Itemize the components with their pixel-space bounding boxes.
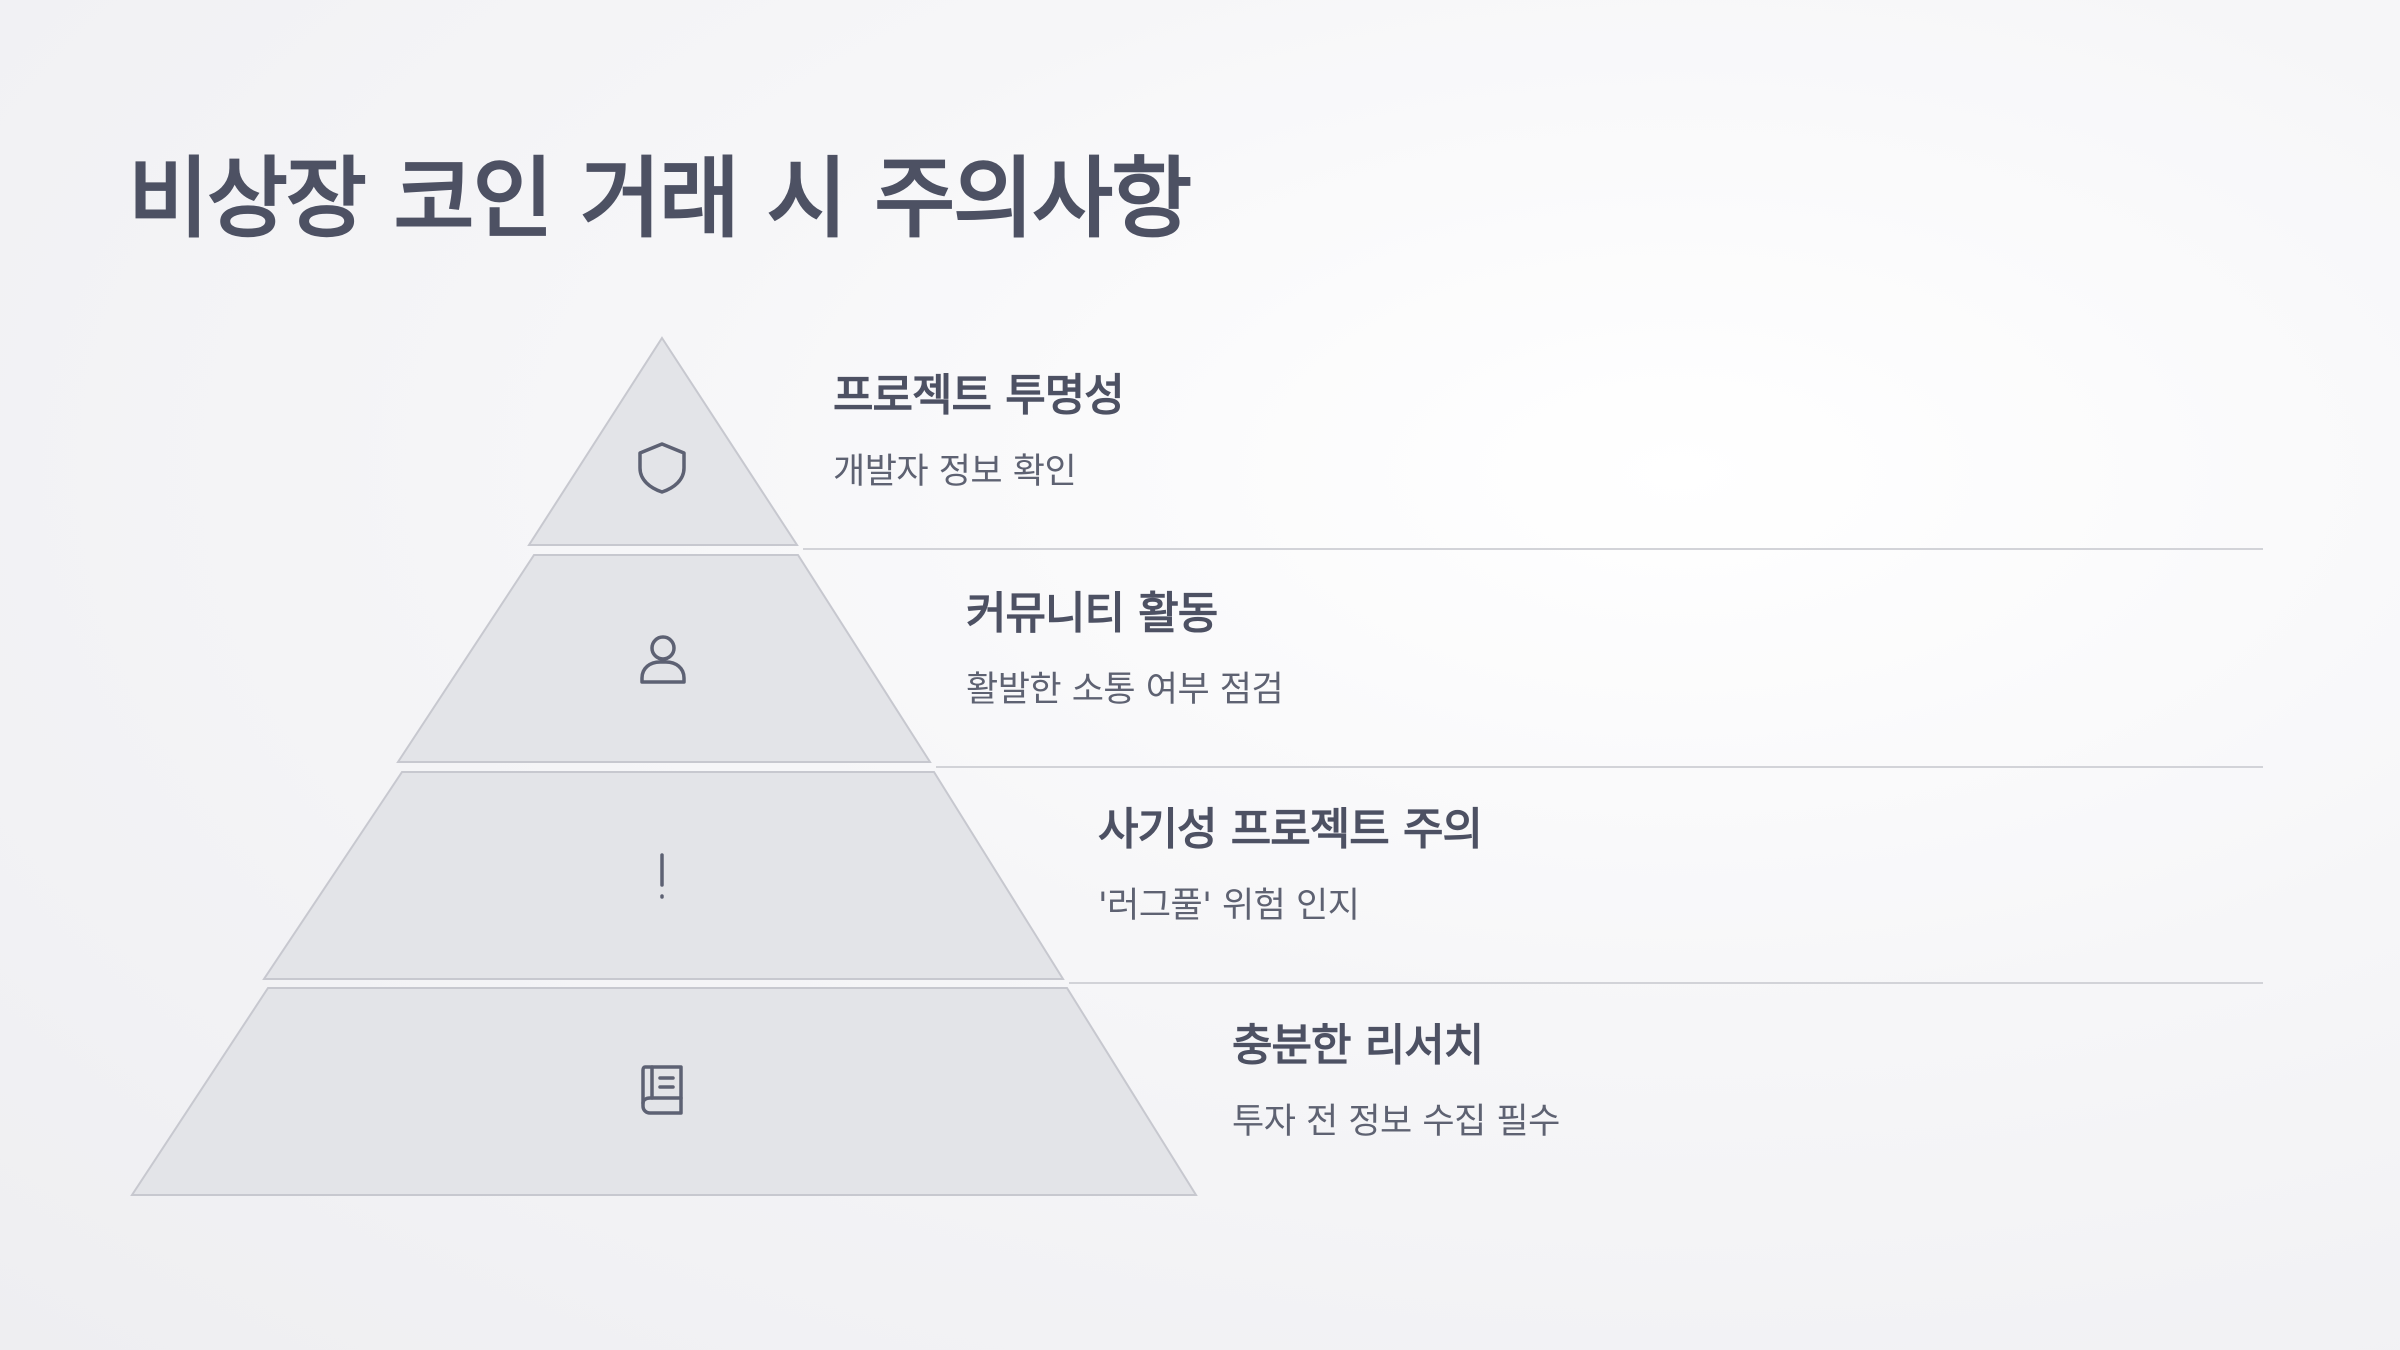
tier-title: 사기성 프로젝트 주의 [1098,804,1483,855]
tier-description: 개발자 정보 확인 [833,451,1077,492]
tier-3-text: 사기성 프로젝트 주의 '러그풀' 위험 인지 [1098,804,1483,927]
tier-2-text: 커뮤니티 활동 활발한 소통 여부 점검 [966,588,1284,711]
shield-icon [638,442,686,494]
tier-title: 프로젝트 투명성 [833,370,1125,421]
tier-description: 활발한 소통 여부 점검 [966,669,1284,710]
tier-description: '러그풀' 위험 인지 [1098,885,1360,926]
book-icon [641,1065,683,1115]
pyramid-tier-4 [130,987,1198,1196]
tier-1-text: 프로젝트 투명성 개발자 정보 확인 [833,370,1125,493]
slide-title: 비상장 코인 거래 시 주의사항 [128,147,1192,250]
tier-4-text: 충분한 리서치 투자 전 정보 수집 필수 [1232,1020,1560,1143]
tier-description: 투자 전 정보 수집 필수 [1232,1101,1560,1142]
pyramid-tier-1 [527,336,799,546]
tier-title: 커뮤니티 활동 [966,588,1218,639]
tier-title: 충분한 리서치 [1232,1020,1484,1071]
user-icon [640,635,686,684]
